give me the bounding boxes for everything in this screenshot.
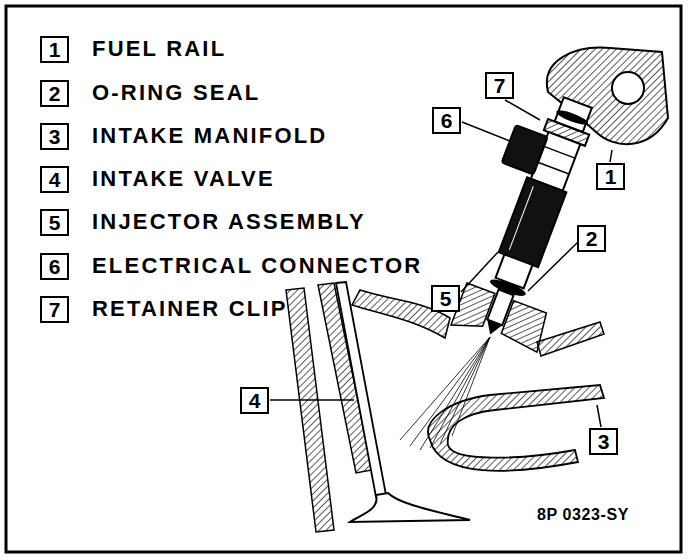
valve-head [350, 493, 470, 522]
callout-number: 1 [605, 166, 617, 187]
valve-stem [336, 282, 386, 497]
part-name: RETAINER CLIP [92, 298, 288, 320]
key-number: 2 [49, 83, 61, 104]
callout-number-box: 2 [577, 225, 606, 252]
callout-number-box: 6 [432, 107, 461, 134]
key-number-box: 2 [40, 80, 69, 107]
part-name: INTAKE MANIFOLD [92, 125, 327, 147]
key-number: 3 [49, 126, 61, 147]
key-number-box: 3 [40, 123, 69, 150]
leader-line [270, 399, 354, 401]
upper-o-ring [555, 108, 590, 128]
fuel-rail-bore [612, 72, 644, 104]
key-number-box: 7 [40, 296, 69, 323]
spray-line [452, 337, 490, 436]
leader-line [597, 405, 601, 427]
part-name: FUEL RAIL [92, 38, 226, 60]
callout-number: 4 [249, 390, 261, 411]
callout-number-box: 7 [485, 72, 514, 99]
figure-code: 8P 0323-SY [537, 507, 629, 523]
key-number: 7 [49, 299, 61, 320]
callout-number: 2 [586, 228, 598, 249]
part-name: O-RING SEAL [92, 82, 260, 104]
leader-line [505, 100, 540, 120]
callout-number-box: 4 [240, 387, 269, 414]
leader-line [528, 242, 578, 291]
frame-border [6, 6, 681, 552]
injector-coil-body [499, 177, 567, 267]
manifold-wall [537, 322, 604, 356]
injector-nozzle [487, 290, 513, 326]
body-highlight [509, 186, 533, 250]
key-number-box: 1 [40, 36, 69, 63]
part-name: INTAKE VALVE [92, 168, 275, 190]
leader-line [610, 150, 612, 162]
intake-manifold [428, 385, 604, 471]
spray-line [410, 337, 490, 446]
spray-line [400, 337, 490, 440]
leader-line [461, 252, 498, 292]
callout-number-box: 1 [596, 163, 625, 190]
key-number-box: 4 [40, 166, 69, 193]
part-name: ELECTRICAL CONNECTOR [92, 255, 422, 277]
spray-line [430, 337, 490, 448]
callout-number-box: 5 [431, 285, 460, 312]
key-number: 5 [49, 212, 61, 233]
nozzle-tip [483, 320, 503, 338]
part-name: INJECTOR ASSEMBLY [92, 211, 366, 233]
callout-number: 5 [440, 288, 452, 309]
body-rib [543, 146, 575, 158]
injector-assembly [442, 85, 625, 357]
callout-number: 7 [494, 75, 506, 96]
callout-number: 6 [441, 110, 453, 131]
spray-line [440, 337, 490, 444]
key-number: 6 [49, 256, 61, 277]
callout-number-box: 3 [589, 428, 618, 455]
callout-number: 3 [598, 431, 610, 452]
key-number-box: 6 [40, 253, 69, 280]
leader-line [462, 122, 510, 141]
key-number: 4 [49, 169, 61, 190]
key-number-box: 5 [40, 209, 69, 236]
body-rib [537, 162, 569, 174]
key-number: 1 [49, 39, 61, 60]
electrical-connector [502, 125, 548, 174]
spray-line [420, 337, 490, 450]
fuel-spray [400, 337, 490, 450]
